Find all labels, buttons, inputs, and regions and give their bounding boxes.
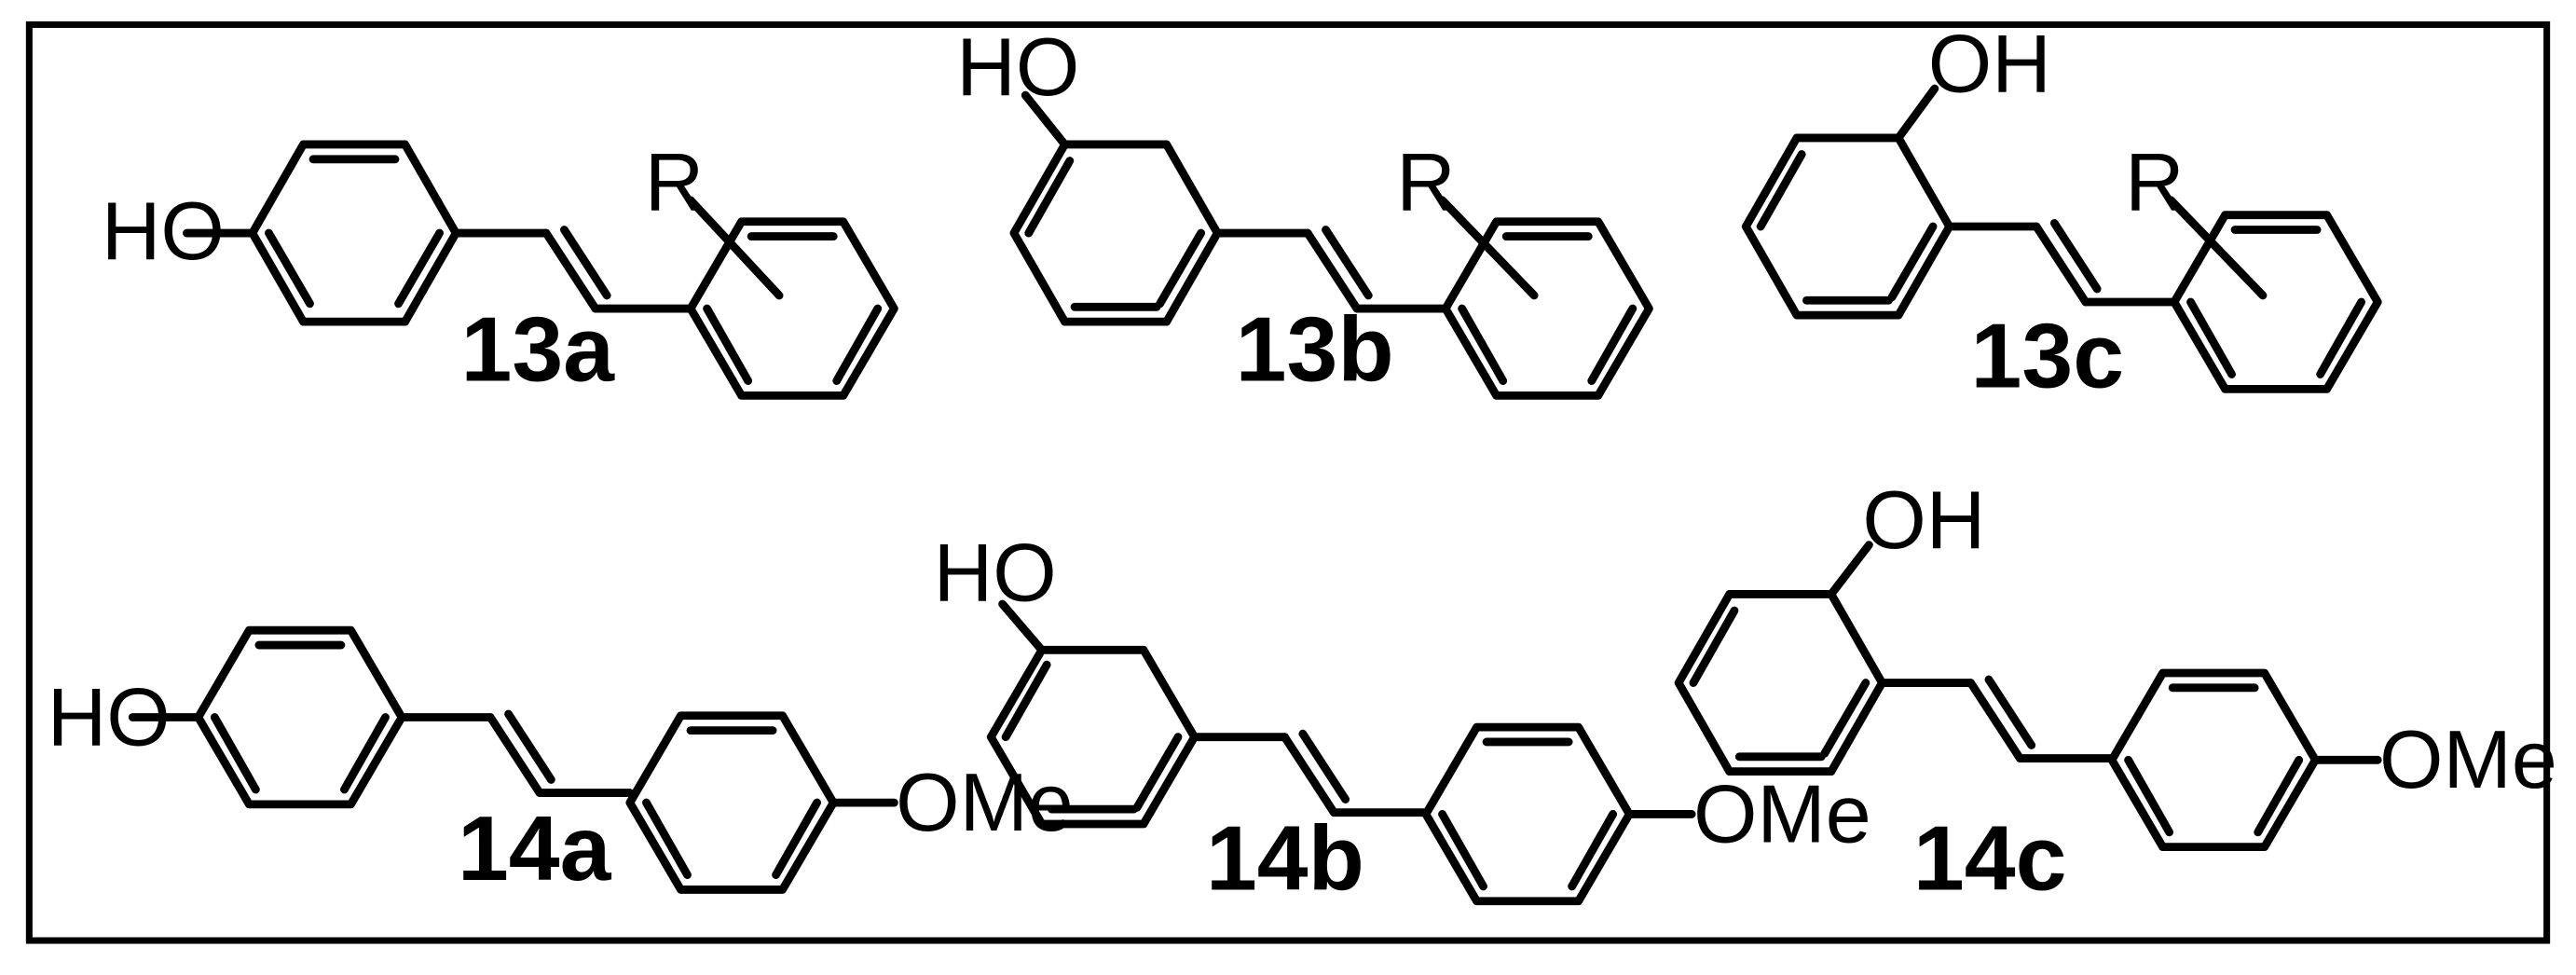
compound-label-13b: 13b <box>1236 298 1394 401</box>
hydroxy-label-14b: HO <box>934 527 1057 619</box>
structure-14c: OH OMe 14c <box>1674 474 2557 909</box>
r-bond-13b <box>1438 196 1539 300</box>
substituent-label-13b: R <box>1396 135 1456 227</box>
phenol-ring-14c <box>1674 590 1886 776</box>
alkene-bond-14c <box>1966 679 2024 762</box>
alkene-bond-13c <box>2032 222 2090 307</box>
alkene-bond-13b <box>1303 228 1362 313</box>
c-o-bond-13b <box>1021 90 1069 149</box>
methoxyphenyl-ring-14a <box>625 711 838 894</box>
c-o-bond-14c <box>1827 541 1873 598</box>
hydroxy-label-13b: HO <box>956 21 1079 113</box>
phenol-ring-13b <box>1009 140 1222 326</box>
structure-14b: HO OMe 14b <box>934 527 1871 910</box>
hydroxy-label-14c: OH <box>1862 474 1985 566</box>
structure-13c: OH R 13c <box>1741 18 2382 407</box>
hydroxy-label-14a: HO <box>48 670 171 762</box>
hydroxy-label-13a: HO <box>102 185 225 277</box>
aryl-ring-13c <box>2170 211 2382 393</box>
substituent-label-14c: OMe <box>2379 713 2557 805</box>
c-o-bond-14b <box>998 599 1047 654</box>
alkene-bond-13a <box>541 228 600 313</box>
compound-label-14a: 14a <box>458 797 612 899</box>
aryl-ring-13a <box>686 217 898 400</box>
substituent-label-14b: OMe <box>1693 767 1871 859</box>
figure-border <box>25 21 2551 944</box>
alkene-bond-14b <box>1281 733 1338 817</box>
substituent-label-14a: OMe <box>896 756 1074 848</box>
alkene-bond-14a <box>486 713 544 797</box>
c-o-bond-13c <box>1894 84 1939 143</box>
compound-label-14b: 14b <box>1206 806 1364 909</box>
structure-13b: HO R 13b <box>956 21 1653 401</box>
phenol-ring-13c <box>1741 133 1954 320</box>
structure-13a: HO R 13a <box>102 135 898 401</box>
methoxyphenyl-ring-14c <box>2107 668 2320 852</box>
phenol-ring-13a <box>248 140 460 326</box>
substituent-label-13a: R <box>645 135 705 227</box>
compound-label-13a: 13a <box>460 298 615 401</box>
substituent-label-13c: R <box>2125 135 2185 227</box>
methoxyphenyl-ring-14b <box>1421 722 1634 906</box>
structure-14a: HO OMe 14a <box>48 625 1074 899</box>
hydroxy-label-13c: OH <box>1928 18 2051 110</box>
phenol-ring-14a <box>194 625 406 809</box>
r-bond-13a <box>686 196 784 300</box>
compound-label-13c: 13c <box>1971 305 2125 407</box>
aryl-ring-13b <box>1441 217 1653 400</box>
phenol-ring-14b <box>986 645 1199 829</box>
compound-label-14c: 14c <box>1913 806 2067 909</box>
r-bond-13c <box>2166 196 2268 300</box>
